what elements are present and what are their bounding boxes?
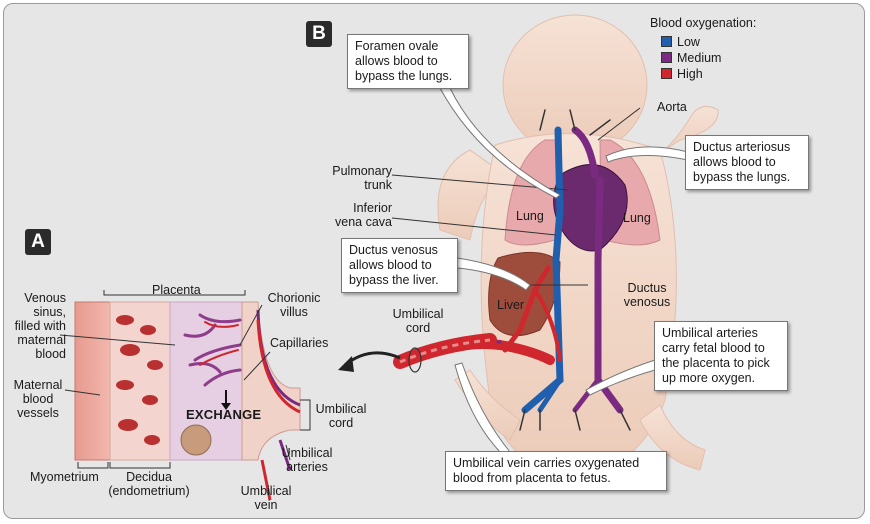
label-line: vena cava [335, 215, 392, 229]
callout-line: bypass the liver. [349, 273, 439, 287]
label-chorionic-villus: Chorionic villus [258, 291, 330, 319]
fetal-vessels [405, 109, 631, 431]
label-umbilical-cord-b: Umbilical cord [386, 307, 450, 335]
callout-line: Foramen ovale [355, 39, 439, 53]
label-line: villus [280, 305, 308, 319]
label-line: maternal [17, 333, 66, 347]
callout-tails [439, 87, 689, 453]
label-line: sinus, [33, 305, 66, 319]
label-lung-right: Lung [623, 211, 651, 225]
panel-b-badge: B [306, 21, 332, 47]
label-line: Decidua [126, 470, 172, 484]
label-placenta: Placenta [152, 283, 201, 297]
callout-line: Umbilical vein carries oxygenated [453, 456, 640, 470]
leader-lines [59, 107, 641, 469]
callout-ductus-arteriosus: Ductus arteriosus allows blood to bypass… [685, 135, 809, 190]
label-line: vessels [17, 406, 59, 420]
label-line: Ductus [627, 281, 667, 295]
label-lung-left: Lung [516, 209, 544, 223]
label-line: Umbilical [281, 446, 333, 460]
callout-line: allows blood to [349, 258, 432, 272]
label-ductus-venosus: Ductus venosus [615, 281, 679, 309]
label-pulmonary-trunk: Pulmonary trunk [312, 164, 392, 192]
label-maternal-blood-vessels: Maternal blood vessels [10, 378, 66, 420]
legend-swatch-high [661, 68, 672, 79]
label-line: Venous [24, 291, 66, 305]
label-capillaries: Capillaries [270, 336, 329, 350]
legend-label-medium: Medium [677, 51, 722, 65]
label-line: blood [35, 347, 66, 361]
label-umbilical-arteries: Umbilical arteries [278, 446, 336, 474]
label-line: Umbilical [240, 484, 292, 498]
label-line: trunk [364, 178, 392, 192]
label-line: venosus [623, 295, 671, 309]
label-inferior-vena-cava: Inferior vena cava [312, 201, 392, 229]
label-exchange: EXCHANGE [186, 407, 262, 422]
label-line: blood [22, 392, 54, 406]
placenta-cross-section [74, 301, 301, 501]
callout-line: carry fetal blood to [662, 341, 765, 355]
umbilical-cord-b [393, 333, 497, 373]
callout-line: bypass the lungs. [355, 69, 453, 83]
curved-arrow-to-placenta [344, 351, 401, 367]
label-line: (endometrium) [108, 484, 190, 498]
label-line: Inferior [353, 201, 392, 215]
legend-swatch-low [661, 36, 672, 47]
callout-foramen-ovale: Foramen ovale allows blood to bypass the… [347, 34, 469, 89]
legend-swatch-medium [661, 52, 672, 63]
callout-umbilical-vein: Umbilical vein carries oxygenated blood … [445, 451, 667, 491]
label-decidua: Decidua (endometrium) [101, 470, 197, 498]
label-line: arteries [286, 460, 328, 474]
label-line: cord [328, 416, 354, 430]
callout-line: the placenta to pick [662, 356, 770, 370]
callout-line: blood from placenta to fetus. [453, 471, 611, 485]
label-line: cord [405, 321, 431, 335]
label-line: Pulmonary [332, 164, 392, 178]
label-umbilical-cord-a: Umbilical cord [312, 402, 370, 430]
callout-line: Ductus arteriosus [693, 140, 791, 154]
callout-line: allows blood to [693, 155, 776, 169]
label-line: Umbilical [315, 402, 367, 416]
callout-line: Ductus venosus [349, 243, 438, 257]
label-line: Umbilical [392, 307, 444, 321]
label-line: filled with [14, 319, 66, 333]
label-venous-sinus: Venous sinus, filled with maternal blood [10, 291, 66, 361]
callout-line: allows blood to [355, 54, 438, 68]
callout-line: Umbilical arteries [662, 326, 758, 340]
legend-item-low: Low [661, 35, 700, 49]
panel-a-badge: A [25, 229, 51, 255]
label-line: Maternal [13, 378, 63, 392]
legend-title: Blood oxygenation: [650, 16, 757, 30]
callout-line: bypass the lungs. [693, 170, 791, 184]
label-liver: Liver [497, 298, 525, 312]
callout-line: up more oxygen. [662, 371, 756, 385]
callout-umbilical-arteries: Umbilical arteries carry fetal blood to … [654, 321, 788, 391]
legend-item-medium: Medium [661, 51, 722, 65]
legend-item-high: High [661, 67, 703, 81]
callout-ductus-venosus: Ductus venosus allows blood to bypass th… [341, 238, 458, 293]
legend-label-low: Low [677, 35, 700, 49]
legend-label-high: High [677, 67, 703, 81]
label-aorta: Aorta [657, 100, 687, 114]
label-line: Chorionic [267, 291, 321, 305]
label-umbilical-vein: Umbilical vein [234, 484, 298, 512]
label-line: vein [254, 498, 278, 512]
label-myometrium: Myometrium [30, 470, 99, 484]
